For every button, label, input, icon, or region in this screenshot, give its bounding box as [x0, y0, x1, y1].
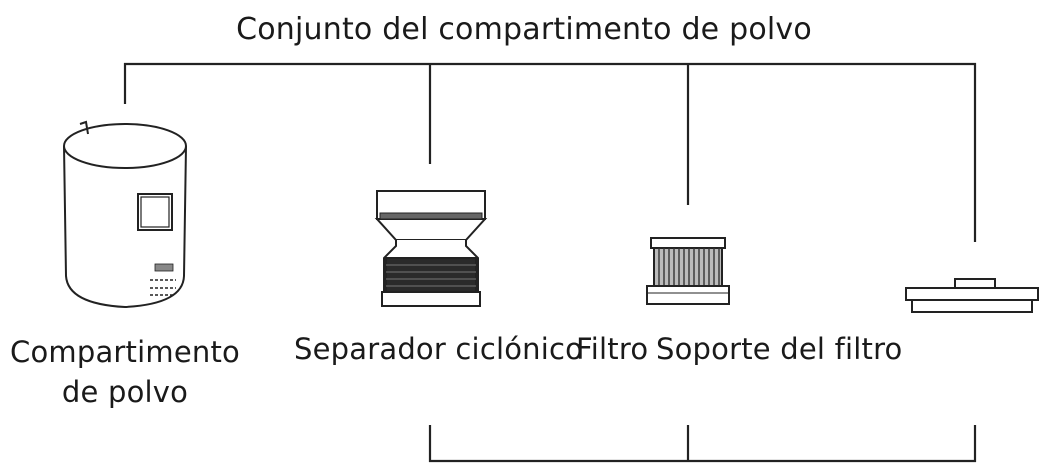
dust-container-icon	[63, 120, 187, 309]
part-label-line: de polvo	[61, 375, 189, 409]
cyclone-separator-icon	[374, 190, 488, 307]
bottom-bracket	[428, 425, 977, 463]
part-label-dust-container: Compartimento de polvo	[0, 332, 250, 412]
part-label-line: Compartimento	[10, 335, 240, 369]
diagram-title: Conjunto del compartimento de polvo	[236, 12, 812, 47]
part-label-filter: Filtro	[576, 332, 649, 366]
part-label-filter-holder: Soporte del filtro	[656, 332, 903, 366]
top-bracket	[123, 62, 977, 242]
part-label-cyclone-separator: Separador ciclónico	[294, 332, 584, 366]
filter-icon	[646, 237, 730, 305]
filter-holder-icon	[905, 278, 1039, 313]
